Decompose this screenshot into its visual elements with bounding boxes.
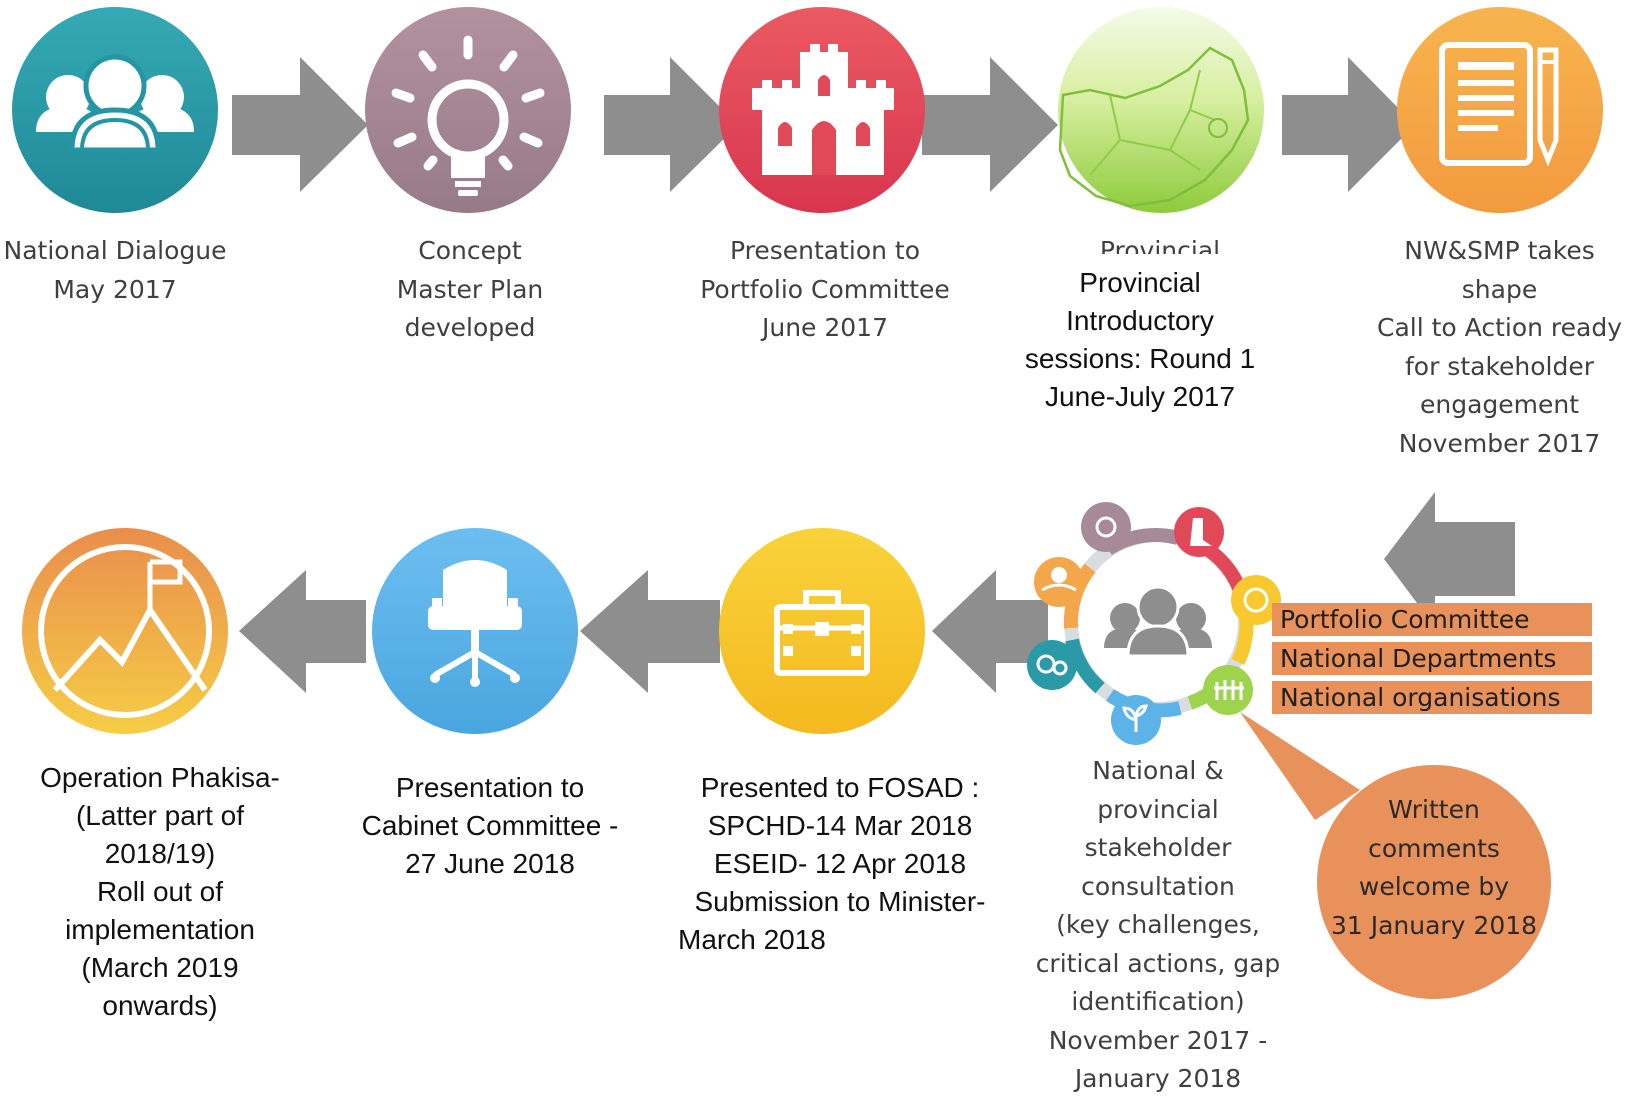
south-africa-map-icon (1058, 7, 1264, 213)
arrow-right (604, 57, 738, 192)
arrow-right (922, 57, 1058, 192)
stakeholder-hub-icon (1027, 502, 1281, 745)
arrow-right (232, 57, 368, 192)
arrow-left (1384, 492, 1515, 627)
briefcase-icon (719, 528, 925, 734)
tag-national-organisations: National organisations (1272, 681, 1592, 714)
stakeholder-tags: Portfolio Committee National Departments… (1272, 603, 1592, 720)
lightbulb-icon (365, 7, 571, 213)
office-chair-icon (372, 528, 578, 734)
tag-portfolio-committee: Portfolio Committee (1272, 603, 1592, 636)
mountain-flag-icon (22, 528, 228, 734)
arrow-left (932, 570, 1048, 693)
parliament-castle-icon (719, 7, 925, 213)
callout-bubble (1240, 712, 1551, 999)
document-pen-icon (1397, 7, 1603, 213)
arrow-left (239, 570, 366, 693)
people-icon (12, 7, 218, 213)
arrow-right (1282, 57, 1415, 192)
step-label-fragment: Provincial (1099, 236, 1221, 254)
tag-national-departments: National Departments (1272, 642, 1592, 675)
arrow-left (580, 570, 720, 693)
